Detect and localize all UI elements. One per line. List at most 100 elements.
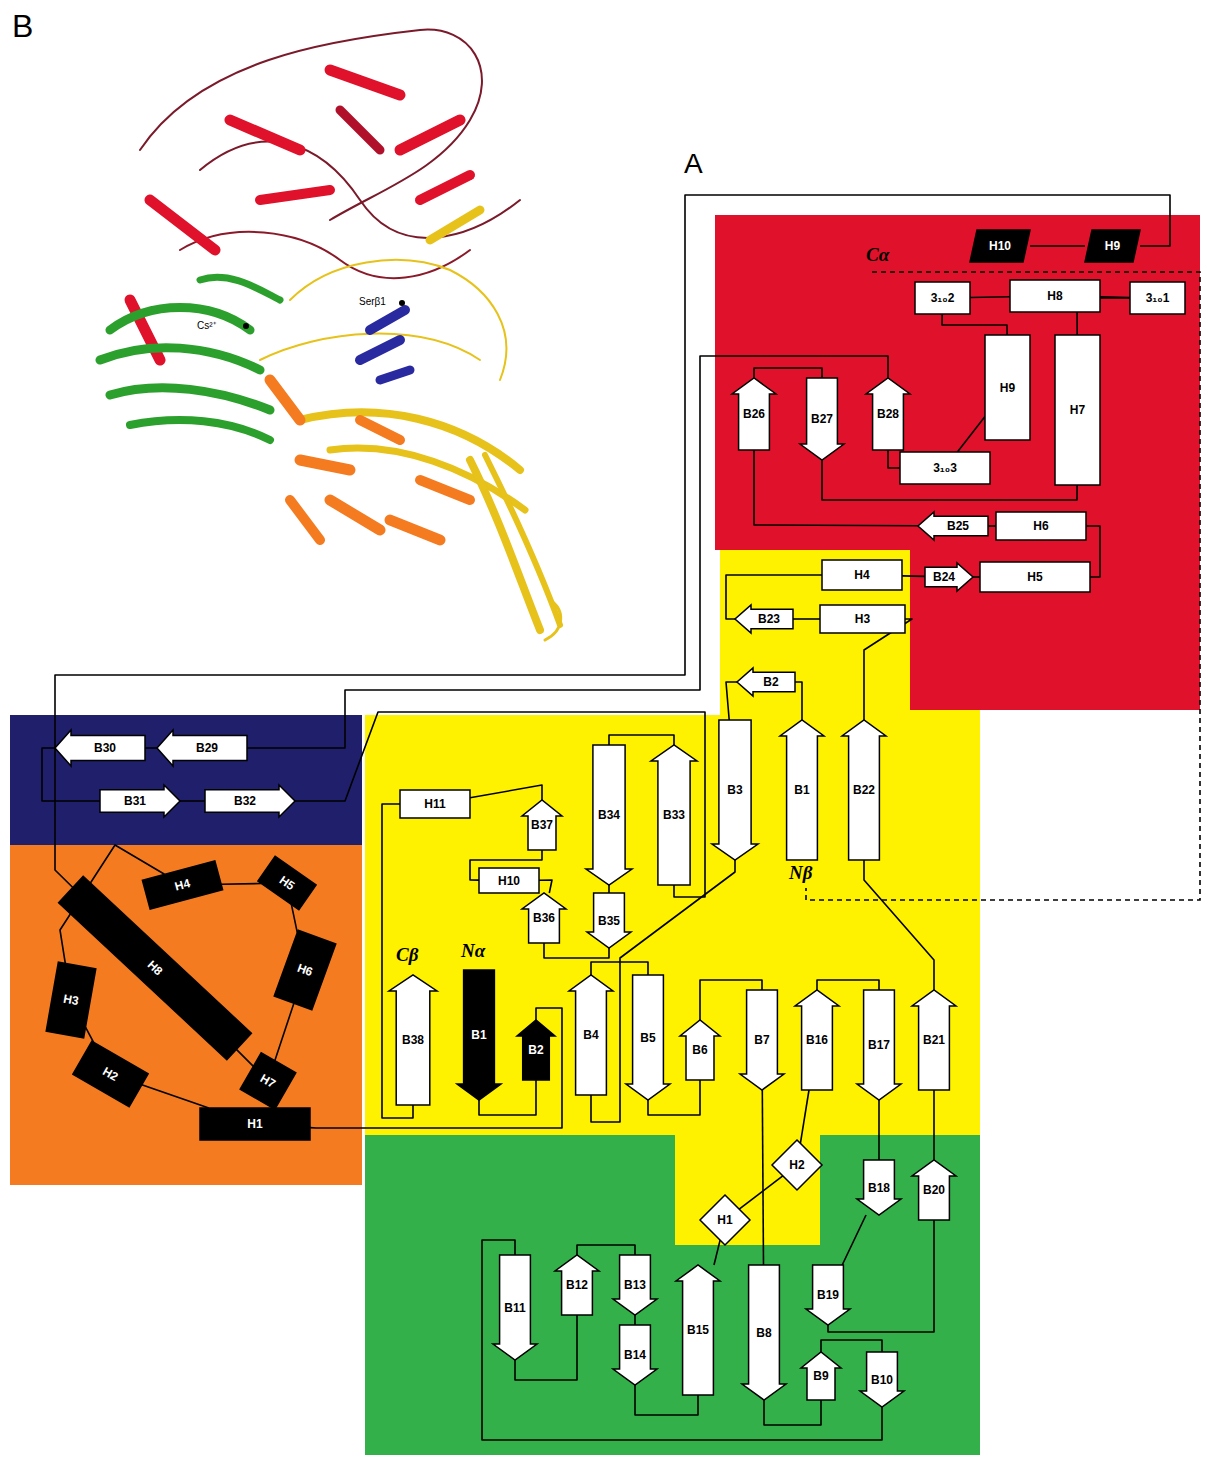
ribbon-model: [100, 30, 561, 640]
element-label: 3₁₀2: [931, 291, 955, 305]
strand-arrow: B20: [912, 1160, 956, 1220]
element-label: B34: [598, 808, 620, 822]
helix-box: H9: [1085, 230, 1140, 262]
helix-box: H3: [46, 962, 96, 1038]
shape-outline: [479, 868, 539, 893]
shape-outline: [142, 861, 222, 909]
element-label: B4: [583, 1028, 598, 1042]
shape-outline: [258, 856, 316, 909]
strand-arrow: B37: [522, 800, 562, 850]
helix-box: H10: [479, 868, 539, 893]
chain-connector: [762, 1090, 763, 1265]
element-label: B11: [504, 1301, 525, 1315]
strand-arrow: B35: [587, 893, 631, 948]
strand-arrow: B1: [780, 720, 824, 860]
element-label: B36: [533, 911, 555, 925]
element-label: H9: [1000, 381, 1015, 395]
element-label: B10: [871, 1373, 893, 1387]
element-label: H3: [855, 612, 870, 626]
shape-outline: [555, 1255, 599, 1315]
shape-outline: [522, 893, 566, 943]
shape-outline: [1055, 335, 1100, 485]
shape-outline: [735, 605, 793, 633]
chain-connector: [754, 450, 918, 526]
element-label: B38: [402, 1033, 424, 1047]
element-label: B16: [806, 1033, 828, 1047]
helix-box: H7: [1055, 335, 1100, 485]
shape-outline: [912, 990, 956, 1090]
helix-box: 3₁₀1: [1130, 282, 1185, 314]
element-label: B35: [598, 914, 620, 928]
element-label: B19: [817, 1288, 839, 1302]
chain-connector: [310, 1008, 562, 1128]
helix-box: H5: [980, 562, 1090, 592]
strand-arrow: B25: [918, 512, 988, 540]
shape-outline: [732, 378, 776, 450]
strand-arrow: B11: [493, 1255, 537, 1360]
strand-arrow: B9: [801, 1352, 841, 1400]
shape-outline: [389, 975, 437, 1105]
shape-outline: [866, 378, 910, 450]
strand-arrow: B1: [457, 970, 501, 1100]
chain-connector: [577, 1245, 635, 1255]
chain-connector: [821, 1340, 882, 1352]
shape-outline: [587, 893, 631, 948]
strand-arrow: B2: [517, 1020, 555, 1080]
shape-outline: [613, 1255, 657, 1315]
shape-outline: [613, 1325, 657, 1385]
element-label: H1: [717, 1213, 732, 1227]
shape-outline: [59, 876, 252, 1059]
strand-arrow: B38: [389, 975, 437, 1105]
strand-arrow: B22: [842, 720, 886, 860]
element-label: B1: [471, 1028, 486, 1042]
helix-box: H5: [258, 856, 316, 909]
shape-outline: [985, 335, 1030, 440]
chain-connector: [714, 1240, 720, 1265]
helix-box: H2: [73, 1041, 148, 1106]
shape-outline: [795, 990, 839, 1090]
element-label: B24: [933, 570, 955, 584]
helix-box: 3₁₀2: [915, 282, 970, 314]
blue-domain: [10, 715, 362, 845]
panel-letter: A: [684, 148, 703, 180]
shape-outline: [240, 1053, 296, 1109]
terminus-label: Cα: [866, 244, 889, 266]
terminus-label: Cβ: [396, 944, 418, 966]
element-label: B2: [763, 675, 778, 689]
helix-box: H10: [970, 230, 1030, 262]
shape-outline: [1130, 282, 1185, 314]
shape-outline: [457, 970, 501, 1100]
chain-connector: [933, 1090, 935, 1160]
element-label: B21: [923, 1033, 945, 1047]
strand-arrow: B36: [522, 893, 566, 943]
chain-connector: [470, 785, 542, 800]
element-label: B3: [727, 783, 742, 797]
shape-outline: [676, 1265, 720, 1395]
strand-arrow: B4: [569, 975, 613, 1095]
element-label: B27: [811, 412, 833, 426]
chain-connector: [754, 368, 822, 378]
strand-arrow: B34: [586, 745, 632, 885]
strand-arrow: B33: [651, 745, 697, 885]
chain-connector: [295, 712, 705, 897]
shape-outline: [680, 1020, 720, 1080]
element-label: B28: [877, 407, 899, 421]
chain-connector: [591, 962, 648, 975]
chain-connector: [275, 1003, 294, 1060]
shape-outline: [522, 800, 562, 850]
helix-diamond: H1: [700, 1195, 750, 1245]
chain-connector: [970, 296, 1010, 298]
shape-outline: [806, 1265, 850, 1325]
shape-outline: [700, 1195, 750, 1245]
element-label: B30: [94, 741, 116, 755]
helix-box: H9: [985, 335, 1030, 440]
structure-label: Serβ1: [358, 296, 387, 307]
chain-connector: [634, 1315, 636, 1325]
shape-outline: [918, 512, 988, 540]
terminus-label: Nα: [461, 940, 485, 962]
shape-outline: [996, 512, 1086, 540]
shape-outline: [822, 560, 902, 590]
strand-arrow: B19: [806, 1265, 850, 1325]
